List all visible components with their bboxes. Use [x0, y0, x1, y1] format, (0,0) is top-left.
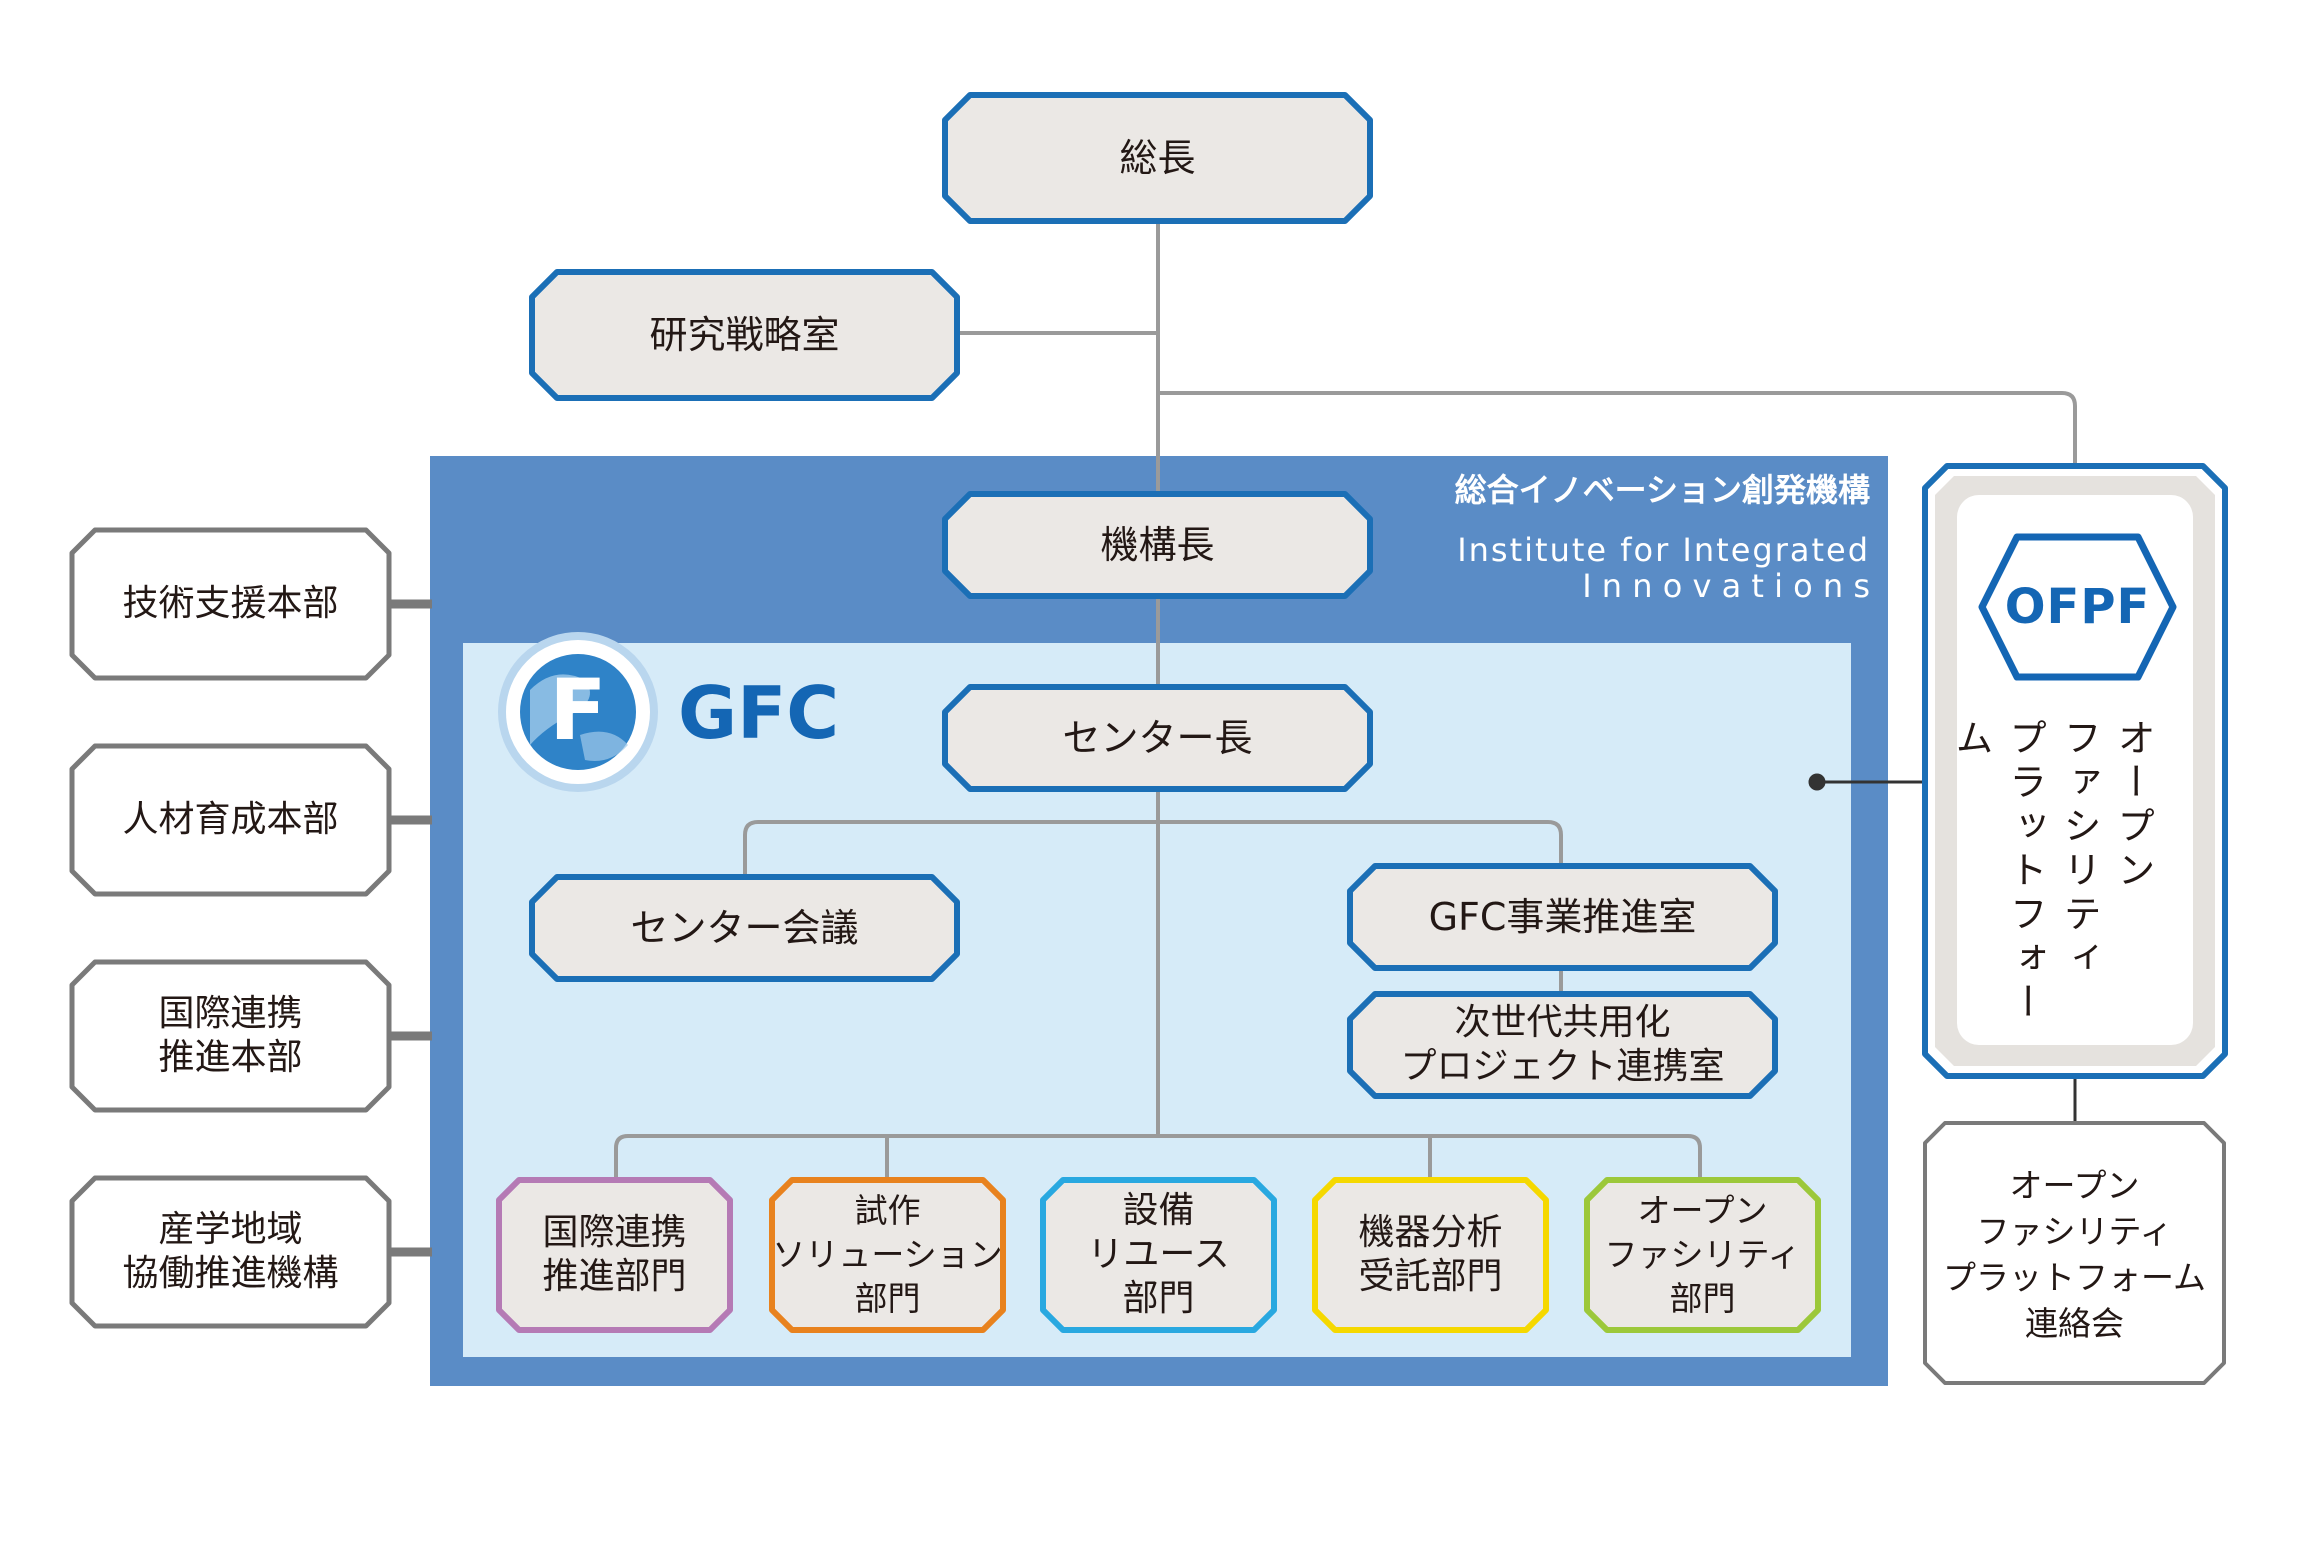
left-unit-4-label: 産学地域 協働推進機構 — [122, 1209, 339, 1294]
next-gen-office-label: 次世代共用化 プロジェクト連携室 — [1400, 1002, 1725, 1087]
dept-international-label: 国際連携 推進部門 — [542, 1212, 687, 1297]
dept-analysis-node — [1312, 1177, 1549, 1333]
gfc-globe-logo — [498, 632, 658, 792]
institute-name-ja: 総合イノベーション創発機構 — [1454, 471, 1870, 509]
left-unit-2-label: 人材育成本部 — [122, 799, 339, 840]
president-label: 総長 — [1119, 136, 1196, 180]
dept-analysis-label: 機器分析 受託部門 — [1358, 1212, 1503, 1297]
dept-reuse-node — [1040, 1177, 1277, 1333]
institute-name-en-line1: Institute for Integrated — [1457, 531, 1870, 569]
node-promotion-office — [1347, 863, 1778, 971]
node-strategy-office — [529, 269, 960, 401]
ofpf-vertical-line-2: ファシリティ — [2057, 718, 2101, 982]
dept-reuse-label: 設備 リユース 部門 — [1087, 1190, 1230, 1319]
node-president — [942, 92, 1373, 224]
left-unit-nodes — [69, 527, 392, 1329]
connector-lines — [614, 220, 2077, 1182]
left-unit-3-node — [69, 959, 392, 1113]
blue-nodes — [529, 92, 1778, 1099]
ofpf-vertical-line-1: オープン — [2111, 718, 2155, 894]
node-center-meeting — [529, 874, 960, 982]
gfc-logo-text: GFC — [678, 671, 840, 755]
node-institute-director — [942, 491, 1373, 599]
dept-open-facility-label: オープン ファシリティ 部門 — [1604, 1191, 1801, 1318]
dept-open-facility-node — [1584, 1177, 1821, 1333]
strategy-office-label: 研究戦略室 — [649, 313, 840, 357]
dept-international-node — [496, 1177, 733, 1333]
ofpf-logo-hexagon — [1978, 533, 2177, 681]
node-center-director — [942, 684, 1373, 792]
left-connectors — [388, 599, 432, 1257]
ofpf-vertical-text: オープン ファシリティ プラットフォーム — [1949, 718, 2160, 1038]
ofpf-logo-text: OFPF — [2004, 579, 2151, 635]
left-unit-1-label: 技術支援本部 — [122, 583, 339, 624]
gfc-logo-letter: F — [549, 661, 607, 759]
institute-director-label: 機構長 — [1100, 523, 1215, 567]
dept-prototype-label: 試作 ソリューション 部門 — [772, 1191, 1003, 1318]
left-unit-4-node — [69, 1175, 392, 1329]
ofpf-council-node — [1923, 1121, 2226, 1385]
ofpf-council-label: オープン ファシリティ プラットフォーム 連絡会 — [1942, 1166, 2206, 1343]
left-unit-1-node — [69, 527, 392, 681]
dept-prototype-node — [769, 1177, 1006, 1333]
left-unit-3-label: 国際連携 推進本部 — [158, 993, 303, 1078]
left-unit-2-node — [69, 743, 392, 897]
center-meeting-label: センター会議 — [630, 906, 859, 950]
department-nodes — [496, 1177, 1821, 1333]
institute-name-en-line2: I n n o v a t i o n s — [1582, 567, 1870, 605]
center-director-label: センター長 — [1062, 716, 1253, 760]
promotion-office-label: GFC事業推進室 — [1428, 895, 1697, 939]
ofpf-vertical-line-3: プラットフォーム — [1949, 718, 2047, 1026]
node-next-gen-office — [1347, 991, 1778, 1099]
